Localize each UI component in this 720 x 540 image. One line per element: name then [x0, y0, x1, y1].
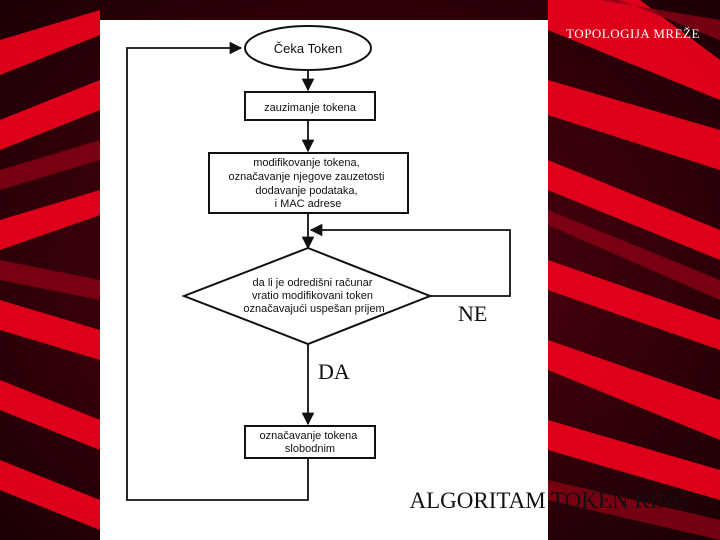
modify-token-box [208, 152, 409, 214]
decision-line-2: vratio modifikovani token [252, 290, 373, 302]
free-token-box [244, 425, 376, 459]
decision-text: da li je odredišni računar vratio modifi… [243, 277, 384, 315]
reserve-token-label: zauzimanje tokena [264, 102, 357, 114]
modify-token-line-3: dodavanje podataka, [255, 185, 357, 197]
slide-title: ALGORITAM TOKEN RING [409, 488, 691, 513]
decision-line-1: da li je odredišni računar [253, 277, 373, 289]
decision-line-3: označavajući uspešan prijem [243, 303, 384, 315]
start-node-label: Čeka Token [274, 41, 342, 56]
arrow-return-to-start [126, 41, 309, 501]
slide-header: TOPOLOGIJA MREŽE [566, 26, 700, 41]
modify-token-text: modifikovanje tokena, označavanje njegov… [228, 157, 387, 210]
yes-label: DA [318, 359, 350, 384]
no-label: NE [458, 301, 487, 326]
modify-token-line-1: modifikovanje tokena, [253, 157, 359, 169]
free-token-text: označavanje tokena slobodnim [260, 430, 361, 455]
reserve-token-box [244, 91, 376, 121]
free-token-line-1: označavanje tokena [260, 430, 359, 442]
modify-token-line-2: označavanje njegove zauzetosti [228, 171, 384, 183]
modify-token-line-4: i MAC adrese [275, 198, 342, 210]
free-token-line-2: slobodnim [285, 443, 335, 455]
arrow-no-loop [309, 223, 511, 297]
